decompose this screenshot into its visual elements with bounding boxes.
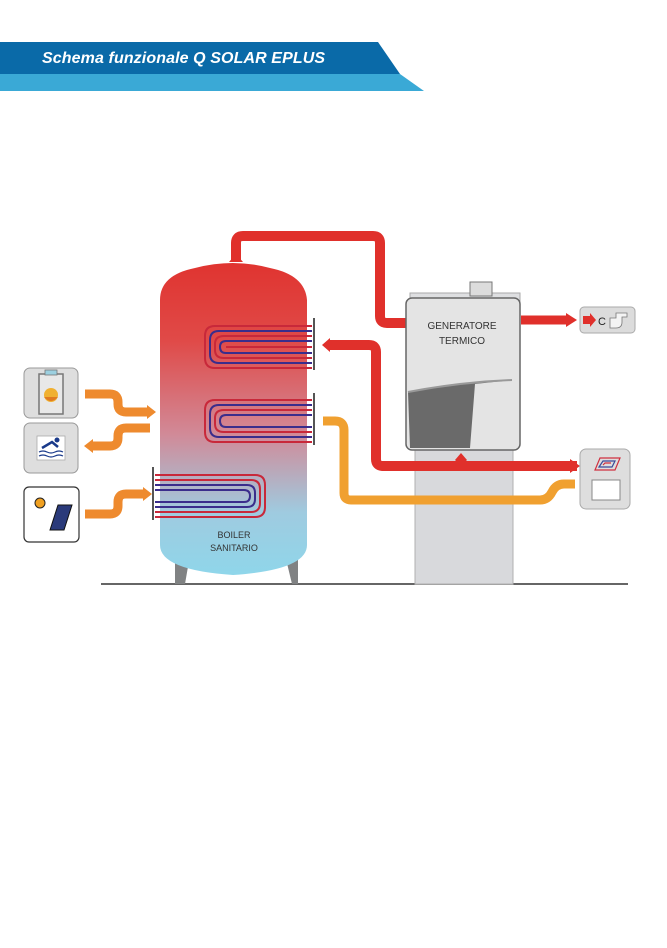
pipe-coil-to-radiant — [323, 416, 575, 505]
pipe-arrow-dhw — [566, 313, 577, 327]
boiler-label-line1: BOILER — [217, 530, 251, 540]
dhw-label: C — [598, 316, 606, 328]
sun-icon — [34, 497, 46, 509]
pipe-generator-to-coil — [330, 340, 577, 471]
generator-flue — [469, 281, 493, 297]
pipe-arrow-coil-inlet — [322, 338, 330, 352]
pipe-arrow-radiant — [570, 459, 580, 473]
generator-panel — [408, 380, 512, 448]
swimmer-icon — [36, 435, 66, 461]
pipe-junction — [455, 453, 467, 466]
arrow-icon — [583, 313, 596, 327]
pipe-arrow-boiler-input — [147, 405, 156, 419]
banner-secondary-band — [0, 74, 424, 91]
heat-generator: GENERATORE TERMICO — [405, 281, 521, 451]
solar-panel-icon — [49, 504, 73, 531]
heat-exchanger-coil-upper — [204, 318, 315, 370]
banner-shape — [0, 42, 424, 91]
pipe-pool-output — [92, 423, 150, 451]
banner-primary-band — [0, 42, 400, 74]
pipe-arrow-tank-outlet — [229, 254, 243, 262]
pipe-arrow-solar — [143, 487, 152, 501]
generator-label-line1: GENERATORE — [427, 321, 496, 332]
faucet-icon — [609, 312, 628, 329]
pipe-boiler-input — [85, 389, 150, 417]
page-title: Schema funzionale Q SOLAR EPLUS — [42, 50, 326, 67]
heat-exchanger-coil-middle — [204, 393, 315, 445]
input-solar-panel — [23, 486, 80, 543]
input-auxiliary-boiler — [23, 367, 79, 419]
input-swimming-pool — [23, 422, 79, 474]
heat-exchanger-coil-solar — [152, 467, 266, 520]
output-dhw: C — [579, 306, 636, 334]
title-banner: Schema funzionale Q SOLAR EPLUS — [0, 42, 430, 92]
tank-notch — [307, 373, 315, 390]
radiator-icon — [591, 479, 621, 501]
pipe-solar-input — [85, 489, 145, 519]
pipe-tank-to-generator — [231, 231, 407, 328]
generator-label-line2: TERMICO — [439, 336, 485, 347]
pipe-arrow-pool — [84, 439, 93, 453]
boiler-tank — [160, 263, 307, 575]
output-radiant — [579, 448, 631, 510]
boiler-label-line2: SANITARIO — [210, 543, 258, 553]
radiant-floor-icon — [594, 457, 621, 471]
